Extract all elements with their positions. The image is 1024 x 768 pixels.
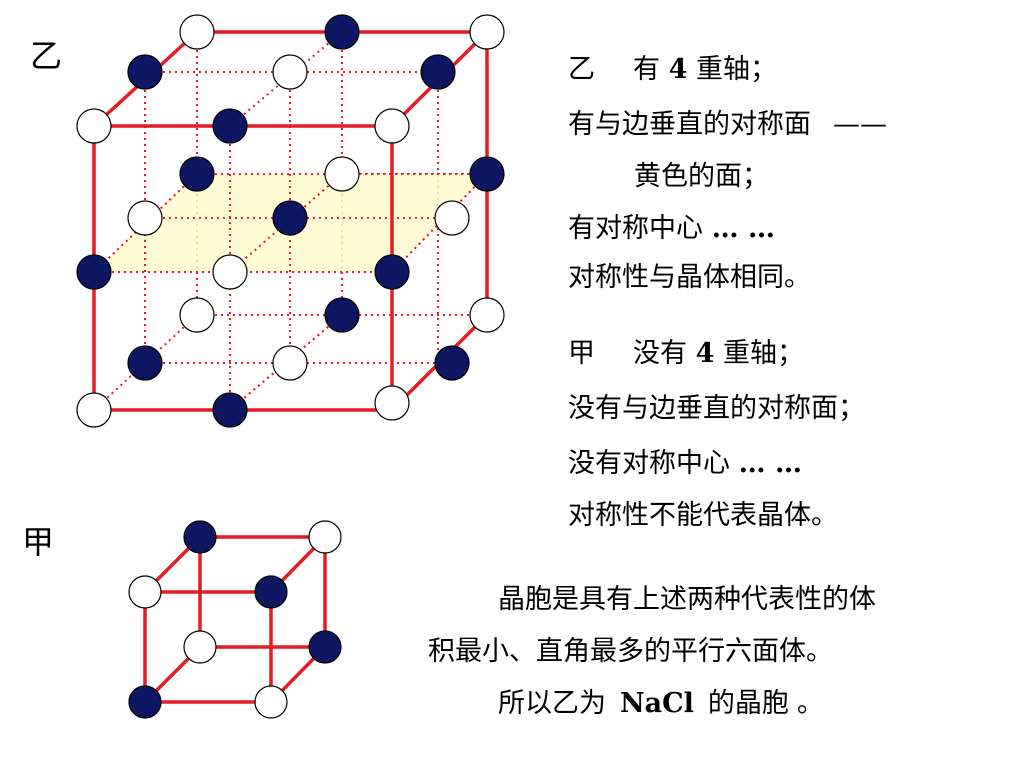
jia-line-3: 没有对称中心 … … (568, 448, 802, 479)
conclusion-line-2: 积最小、直角最多的平行六面体。 (428, 636, 833, 667)
atom-light (434, 200, 470, 236)
atom-light (179, 14, 215, 50)
atom-light (272, 54, 308, 90)
yi-line-5: 对称性与晶体相同。 (568, 262, 811, 293)
yi-atoms (76, 14, 505, 428)
jia-line-1: 甲没有 4 重轴； (568, 338, 804, 369)
atom-light (374, 108, 410, 144)
atom-light (308, 520, 342, 554)
atom-dark (212, 392, 248, 428)
atom-dark (127, 54, 163, 90)
atom-dark (324, 297, 360, 333)
atom-dark (308, 630, 342, 664)
jia-atoms (128, 520, 342, 719)
atom-dark (254, 575, 288, 609)
atom-dark (272, 200, 308, 236)
atom-light (128, 575, 162, 609)
yi-unit-cell (76, 14, 505, 428)
atom-dark (212, 108, 248, 144)
atom-dark (183, 520, 217, 554)
yi-line-2: 有与边垂直的对称面—— (568, 109, 887, 140)
jia-line-4: 对称性不能代表晶体。 (568, 500, 838, 531)
atom-light (272, 345, 308, 381)
atom-dark (420, 54, 456, 90)
atom-light (469, 297, 505, 333)
atom-dark (469, 156, 505, 192)
jia-line-2: 没有与边垂直的对称面； (568, 393, 865, 424)
atom-light (254, 685, 288, 719)
jia-unit-cell (128, 520, 342, 719)
atom-light (179, 297, 215, 333)
atom-light (469, 14, 505, 50)
yi-line-1: 乙有 4 重轴； (568, 54, 777, 85)
atom-dark (324, 14, 360, 50)
atom-dark (128, 685, 162, 719)
atom-light (374, 385, 410, 421)
atom-light (324, 156, 360, 192)
label-jia: 甲 (22, 523, 55, 561)
yi-line-3: 黄色的面； (634, 161, 769, 192)
label-yi: 乙 (30, 37, 63, 75)
atom-light (76, 108, 112, 144)
atom-dark (374, 254, 410, 290)
atom-dark (127, 345, 163, 381)
atom-light (183, 630, 217, 664)
atom-dark (179, 156, 215, 192)
atom-light (76, 392, 112, 428)
conclusion-line-1: 晶胞是具有上述两种代表性的体 (498, 584, 876, 615)
atom-dark (76, 254, 112, 290)
yi-line-4: 有对称中心 … … (568, 213, 775, 244)
atom-light (127, 200, 163, 236)
jia-edges (143, 535, 327, 704)
atom-dark (434, 345, 470, 381)
atom-light (212, 254, 248, 290)
